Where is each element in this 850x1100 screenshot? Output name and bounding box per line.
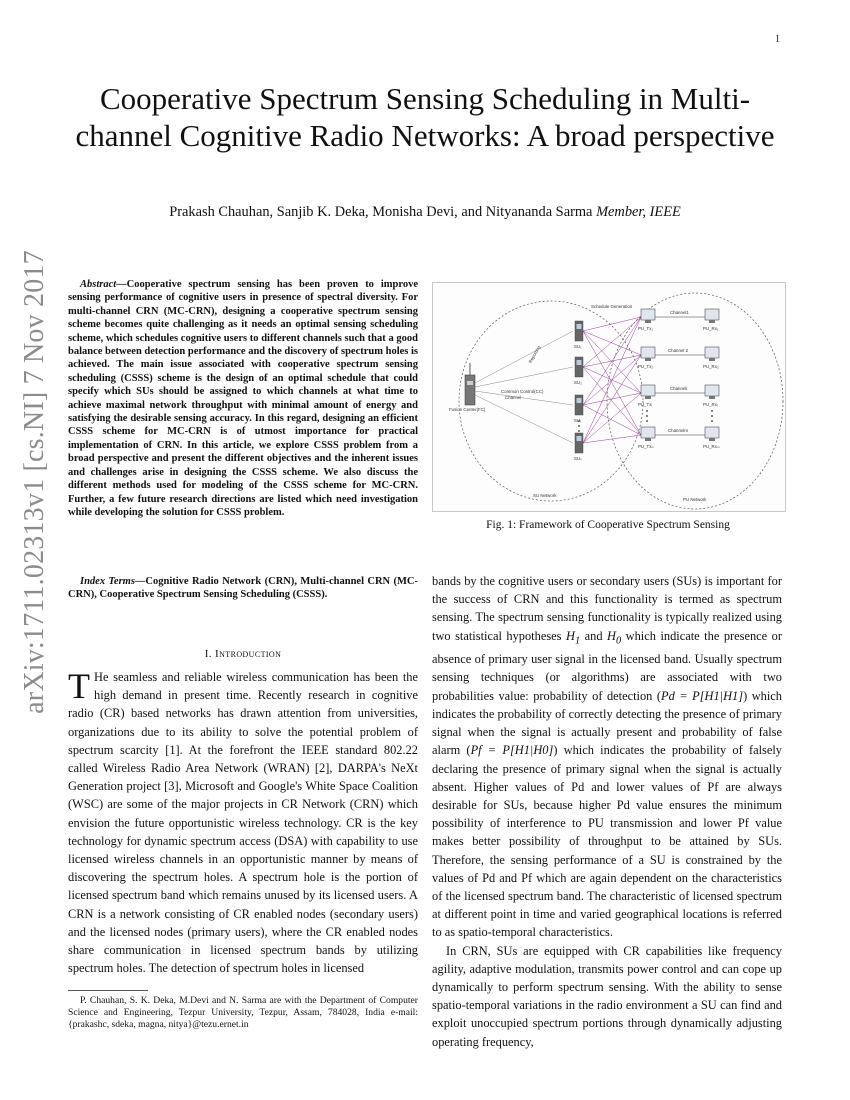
channel-label: Channel [505, 395, 521, 400]
right-column-text: bands by the cognitive users or secondar… [432, 572, 782, 1051]
su-node-icon [574, 394, 584, 416]
pu-tx-label: PU_Tx₂ [638, 364, 653, 369]
pu-transmitter-icon [640, 308, 656, 323]
figure-1: Fusion Center(FC) Common Control(CC) Cha… [432, 282, 786, 512]
pu-receiver-icon [704, 426, 720, 441]
author-affix: Member, IEEE [596, 204, 681, 220]
paper-title: Cooperative Spectrum Sensing Scheduling … [75, 81, 775, 153]
su-label: SU₁ [574, 344, 582, 349]
channel-i-label: Channeli [670, 386, 687, 391]
pu-transmitter-icon [640, 346, 656, 361]
pu-transmitter-icon [640, 384, 656, 399]
pu-rx-label: PU_Rx₂ [703, 364, 719, 369]
su-label: SU₂ [574, 380, 582, 385]
right-text-d: ) which indicates the probability of fal… [432, 743, 782, 940]
su-node-icon [574, 432, 584, 454]
ellipsis-dot [711, 420, 713, 422]
sensing-links [582, 316, 642, 444]
pf-formula: Pf = P[H1|H0] [470, 743, 554, 758]
page-number: 1 [775, 34, 780, 45]
hypothesis-h1: H1 [565, 628, 581, 647]
right-paragraph-1: bands by the cognitive users or secondar… [432, 572, 782, 942]
pu-receiver-icon [704, 308, 720, 323]
hypothesis-h0: H0 [607, 628, 622, 647]
pu-receiver-icon [704, 384, 720, 399]
section-heading: I. Introduction [204, 648, 282, 660]
ellipsis-dot [578, 430, 580, 432]
pu-transmitter-icon [640, 426, 656, 441]
pu-tx-label: PU_Txᵢ [638, 402, 652, 407]
intro-text: He seamless and reliable wireless commun… [68, 670, 418, 976]
index-terms-text: Cognitive Radio Network (CRN), Multi-cha… [68, 576, 418, 601]
index-terms: Index Terms—Cognitive Radio Network (CRN… [68, 576, 418, 601]
fusion-center-label: Fusion Center(FC) [449, 407, 486, 412]
schedule-generation-label: Schedule Generation [591, 304, 633, 309]
fusion-center-icon [464, 363, 476, 406]
abstract: Abstract—Cooperative spectrum sensing ha… [68, 279, 418, 518]
su-node-icon [574, 320, 584, 342]
footnote: P. Chauhan, S. K. Deka, M.Devi and N. Sa… [68, 995, 418, 1030]
author-names: Prakash Chauhan, Sanjib K. Deka, Monisha… [169, 204, 593, 220]
ellipsis-dot [711, 415, 713, 417]
pu-rx-label: PU_Rx₁ [703, 326, 719, 331]
pu-rx-label: PU_Rxₘ [703, 444, 720, 449]
channel-m-label: Channelm [668, 428, 688, 433]
figure-diagram: Fusion Center(FC) Common Control(CC) Cha… [449, 292, 784, 510]
su-network-label: SU Network [533, 493, 557, 498]
channel-1-label: Channel1 [670, 310, 689, 315]
arxiv-stamp: arXiv:1711.02313v1 [cs.NI] 7 Nov 2017 [12, 250, 58, 714]
su-node-icon [574, 356, 584, 378]
pu-tx-label: PU_Txₘ [638, 444, 654, 449]
right-paragraph-2: In CRN, SUs are equipped with CR capabil… [432, 943, 782, 1049]
arxiv-stamp-text: arXiv:1711.02313v1 [cs.NI] 7 Nov 2017 [19, 250, 51, 714]
footnote-rule [68, 990, 148, 991]
pu-network-label: PU Network [683, 497, 707, 502]
author-list: Prakash Chauhan, Sanjib K. Deka, Monisha… [70, 204, 780, 221]
pu-receiver-icon [704, 346, 720, 361]
su-network-boundary [458, 300, 644, 502]
abstract-label: Abstract [80, 279, 117, 290]
channel-2-label: Channel 2 [668, 348, 689, 353]
ellipsis-dot [578, 425, 580, 427]
abstract-text: Cooperative spectrum sensing has been pr… [68, 279, 418, 518]
right-text-a: bands by the cognitive users or secondar… [432, 574, 782, 643]
ellipsis-dot [646, 415, 648, 417]
pu-network-boundary [606, 292, 784, 510]
pd-formula: Pd = P[H1|H1] [661, 688, 744, 703]
ellipsis-dot [646, 420, 648, 422]
right-text-and: and [580, 628, 608, 643]
ellipsis-dot [711, 410, 713, 412]
right-text-b: which indicate the presence or absence o… [432, 628, 782, 703]
ellipsis-dot [578, 420, 580, 422]
su-label: SUₙ [574, 456, 582, 461]
drop-cap: T [68, 666, 90, 706]
index-terms-label: Index Terms [80, 576, 135, 587]
pu-tx-label: PU_Tx₁ [638, 326, 653, 331]
pu-rx-label: PU_Rxᵢ [703, 402, 718, 407]
common-control-label: Common Control(CC) [501, 389, 544, 394]
right-text-c: ) which indicates the probability of cor… [432, 688, 782, 758]
su-label: SUᵢ [574, 418, 581, 423]
ellipsis-dot [646, 410, 648, 412]
figure-caption: Fig. 1: Framework of Cooperative Spectru… [486, 519, 730, 531]
